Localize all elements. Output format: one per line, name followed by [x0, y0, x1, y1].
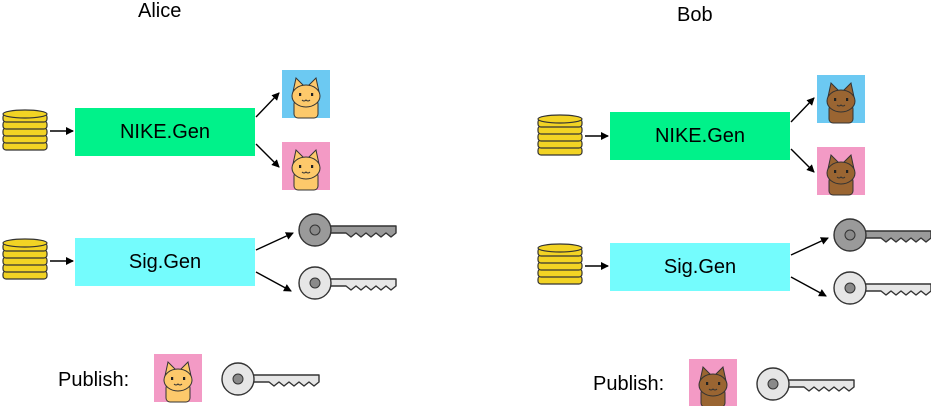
cat-icon — [282, 70, 330, 119]
nike-gen-label: NIKE.Gen — [119, 120, 211, 143]
sig-gen-label: Sig.Gen — [663, 255, 737, 278]
arrow-nike-to-secret — [790, 97, 815, 123]
nike-gen-box-bob: NIKE.Gen — [610, 112, 790, 160]
arrow-sig-to-public — [255, 271, 292, 292]
publish-label-alice: Publish: — [58, 369, 130, 391]
cat-icon — [817, 75, 865, 124]
sig-gen-label: Sig.Gen — [128, 250, 202, 273]
arrow-nike-to-secret — [255, 92, 280, 118]
arrow-sig-to-public — [790, 276, 827, 297]
key-icon — [221, 362, 320, 396]
party-alice-layer — [2, 70, 397, 403]
coin-stack-icon — [537, 114, 583, 156]
arrow-nike-to-public — [255, 143, 280, 168]
cat-icon — [282, 142, 330, 191]
party-title-alice: Alice — [138, 0, 182, 22]
coin-stack-icon — [2, 238, 48, 280]
cat-icon — [154, 354, 202, 403]
cat-icon — [689, 359, 737, 406]
key-icon — [833, 271, 931, 305]
nike-gen-box-alice: NIKE.Gen — [75, 108, 255, 156]
arrow-nike-to-public — [790, 148, 815, 173]
sig-gen-box-bob: Sig.Gen — [610, 243, 790, 291]
key-icon — [833, 218, 931, 252]
nike-gen-label: NIKE.Gen — [654, 124, 746, 147]
sig-gen-box-alice: Sig.Gen — [75, 238, 255, 286]
coin-stack-icon — [2, 109, 48, 151]
key-icon — [756, 367, 855, 401]
arrow-sig-to-secret — [255, 232, 294, 251]
party-bob-layer — [537, 75, 931, 406]
key-icon — [298, 213, 397, 247]
party-title-bob: Bob — [677, 4, 713, 26]
key-icon — [298, 266, 397, 300]
cat-icon — [817, 147, 865, 196]
publish-label-bob: Publish: — [593, 373, 665, 395]
coin-stack-icon — [537, 243, 583, 285]
arrow-sig-to-secret — [790, 237, 829, 256]
